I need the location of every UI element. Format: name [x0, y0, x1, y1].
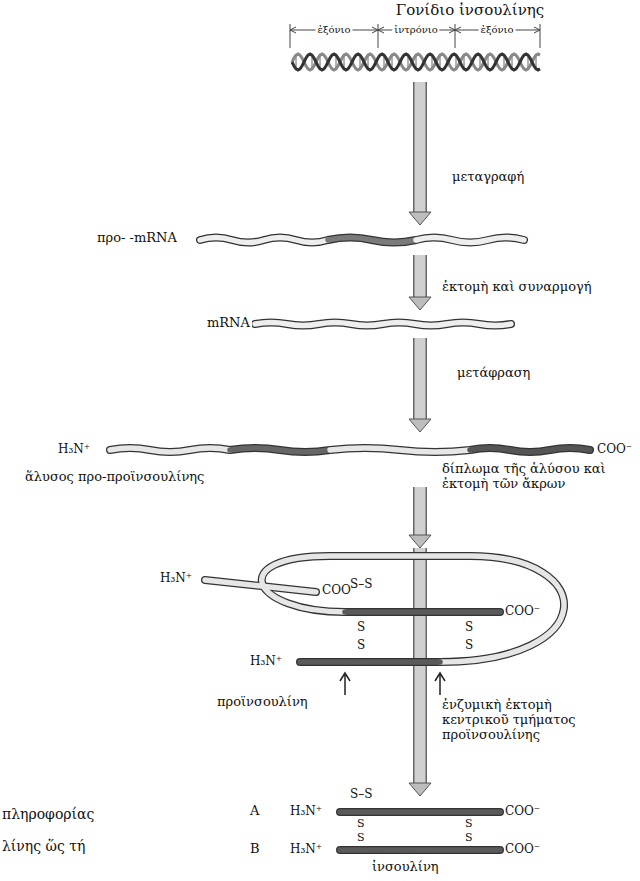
step-label: μετάφραση [455, 366, 609, 381]
insulin-chains [340, 812, 500, 850]
mrna-strand [255, 323, 511, 326]
chain-label: A [250, 804, 259, 819]
chain-label: S–S [350, 788, 372, 802]
stage-label: ἰνσουλίνη [370, 860, 441, 875]
chain-label: S [357, 832, 365, 845]
chain-label: S [357, 621, 365, 635]
arrow-head [409, 535, 431, 548]
gene-part-label: ἰντρόνιο [392, 24, 439, 36]
chain-label: B [250, 842, 260, 857]
helix-strand [292, 54, 540, 70]
arrow-shaft [415, 82, 426, 213]
chain-label: H₃N⁺ [290, 805, 322, 819]
proinsulin-loop [262, 556, 564, 662]
strand-outlines [110, 238, 590, 851]
helix-strand [292, 54, 540, 70]
arrow-shaft [415, 487, 426, 536]
mrna-stage: mRNA [205, 310, 515, 338]
cut-arrows [340, 673, 445, 695]
chain-label: H₃N⁺ [160, 572, 192, 586]
arrow-shaft [413, 338, 427, 420]
dna-helix [292, 54, 540, 70]
arrow-head [409, 297, 431, 310]
chain-label: S [465, 621, 473, 635]
gene-part-label: ἐξόνιο [316, 24, 353, 36]
arrow-shaft [415, 338, 426, 420]
chain-label: COO⁻ [505, 843, 540, 857]
title: Γονίδιο ἰνσουλίνης [380, 2, 560, 19]
step-label: ἐνζυμικὴ ἐκτομὴ κεντρικοῦ τμήματος προϊν… [440, 698, 616, 743]
pre-mrna-strand [200, 238, 524, 243]
arrow-shaft [420, 548, 421, 713]
page-text-fragment: πληροφορίας [2, 806, 94, 822]
chain-label: H₃N⁺ [290, 843, 322, 857]
process-arrow [409, 255, 431, 310]
page-text-fragment: λίνης ὥς τή [2, 838, 85, 854]
process-arrow [409, 487, 431, 548]
arrow-shaft [415, 713, 426, 784]
arrow-shaft [413, 713, 427, 784]
chain-label: H₃N⁺ [58, 443, 90, 457]
chain-label: S [465, 818, 473, 831]
chain-label: COO⁻ [505, 605, 540, 619]
gene-region: ἐξόνιο ἰντρόνιο ἐξόνιο [288, 22, 546, 82]
stage-label: ἅλυσος προ-προϊνσουλίνης [23, 470, 206, 485]
process-arrow [409, 338, 431, 432]
chain-label: H₃N⁺ [250, 655, 282, 669]
step-label: δίπλωμα τῆς ἁλύσου καὶ ἐκτομὴ τῶν ἄκρων [440, 462, 609, 492]
stage-label: προϊνσουλίνη [215, 695, 310, 710]
arrow-head [409, 783, 431, 796]
arrow-head [409, 212, 431, 225]
proinsulin-chains [300, 612, 500, 662]
strand-fills [110, 238, 590, 851]
insulin-stage: ἰνσουλίνη [230, 796, 550, 878]
chain-label: S [465, 639, 473, 653]
gene-part-label: ἐξόνιο [479, 24, 516, 36]
gene-bracket [290, 24, 540, 48]
chain-label: S [357, 639, 365, 653]
chain-label: COO⁻ [597, 443, 632, 457]
arrow-head [409, 419, 431, 432]
arrow-shaft [415, 255, 426, 298]
arrow-shaft [413, 82, 427, 213]
pre-mrna-stage: προ- -mRNA [95, 225, 530, 255]
chain-label: COO⁻ [505, 805, 540, 819]
process-arrow [409, 82, 431, 225]
chain-label: S–S [350, 578, 372, 592]
chain-label: S [465, 832, 473, 845]
arrow-shaft [413, 255, 427, 298]
chain-label: S [357, 818, 365, 831]
arrow-shaft [413, 487, 427, 536]
stage-label: προ- -mRNA [95, 231, 179, 246]
step-label: μεταγραφή [450, 170, 604, 185]
process-arrow [409, 713, 431, 796]
stage-label: mRNA [205, 316, 252, 331]
step-label: ἐκτομὴ καὶ συναρμογή [440, 280, 614, 295]
chain-strand [110, 448, 590, 452]
